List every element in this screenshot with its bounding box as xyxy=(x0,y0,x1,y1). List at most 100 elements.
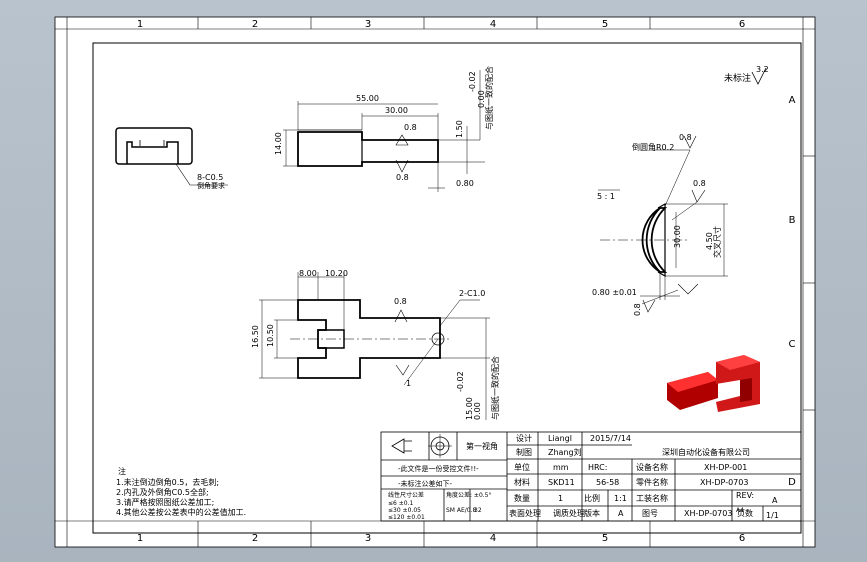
col-label: 5 xyxy=(602,19,608,30)
svg-text:-0.02: -0.02 xyxy=(456,371,465,392)
svg-text:制图: 制图 xyxy=(516,447,532,457)
column-labels-top: 1 2 3 4 5 6 xyxy=(137,19,745,30)
svg-text:0.00: 0.00 xyxy=(477,90,486,108)
svg-text:深圳自动化设备有限公司: 深圳自动化设备有限公司 xyxy=(662,447,750,457)
drawing-frame xyxy=(92,42,802,534)
svg-text:2: 2 xyxy=(252,533,258,544)
svg-text:10.20: 10.20 xyxy=(325,269,348,278)
svg-text:1: 1 xyxy=(558,494,563,503)
row-label: C xyxy=(789,339,796,350)
svg-text:0.8: 0.8 xyxy=(693,179,706,188)
svg-text:SKD11: SKD11 xyxy=(548,478,575,487)
svg-text:10.50: 10.50 xyxy=(266,324,275,347)
svg-text:0.00: 0.00 xyxy=(473,402,482,420)
svg-text:表面处理: 表面处理 xyxy=(509,508,541,518)
col-label: 1 xyxy=(137,19,143,30)
svg-text:第一视角: 第一视角 xyxy=(466,441,498,451)
svg-text:REV:: REV: xyxy=(736,491,754,500)
side-view xyxy=(283,70,485,192)
svg-text:2-C1.0: 2-C1.0 xyxy=(459,289,485,298)
svg-text:A: A xyxy=(618,509,624,518)
svg-text:零件名称: 零件名称 xyxy=(636,477,668,487)
svg-text:A: A xyxy=(772,496,778,505)
svg-text:56-58: 56-58 xyxy=(596,478,619,487)
svg-text:0.8: 0.8 xyxy=(404,123,417,132)
svg-text:SM AE/0.8: SM AE/0.8 xyxy=(446,507,477,514)
svg-text:HRC:: HRC: xyxy=(588,463,607,472)
row-label: D xyxy=(788,477,796,488)
row-labels: A B C D xyxy=(788,95,796,488)
row-label: A xyxy=(789,95,796,106)
col-label: 6 xyxy=(739,19,745,30)
svg-text:与图纸一致的配合: 与图纸一致的配合 xyxy=(484,66,494,130)
svg-text:交叉尺寸: 交叉尺寸 xyxy=(712,226,722,258)
svg-text:设备名称: 设备名称 xyxy=(636,462,668,472)
svg-text:4: 4 xyxy=(490,533,496,544)
svg-text:调质处理: 调质处理 xyxy=(553,508,585,518)
svg-text:注: 注 xyxy=(118,466,126,476)
column-labels-bottom: 1 2 3 4 5 6 xyxy=(137,533,745,544)
svg-text:3.2: 3.2 xyxy=(756,65,769,74)
svg-text:30.00: 30.00 xyxy=(385,106,408,115)
svg-text:3: 3 xyxy=(365,533,371,544)
svg-text:1.未注倒边倒角0.5，去毛刺;: 1.未注倒边倒角0.5，去毛刺; xyxy=(116,477,219,487)
svg-text:Liangl: Liangl xyxy=(548,434,572,443)
svg-text:-未标注公差如下-: -未标注公差如下- xyxy=(398,479,453,488)
svg-text:数量: 数量 xyxy=(514,493,530,503)
svg-text:≤120 ±0.01: ≤120 ±0.01 xyxy=(388,514,425,521)
svg-text:工装名称: 工装名称 xyxy=(636,493,668,503)
notes: 注 1.未注倒边倒角0.5，去毛刺; 2.内孔及外倒角C0.5全部; 3.请严格… xyxy=(116,466,246,517)
svg-text:0.80: 0.80 xyxy=(456,179,474,188)
col-label: 4 xyxy=(490,19,496,30)
svg-text:1: 1 xyxy=(137,533,143,544)
end-view-chamfer-note: 倒角要求 xyxy=(197,181,225,190)
title-block xyxy=(380,431,802,522)
svg-text:0.8: 0.8 xyxy=(396,173,409,182)
svg-text:2.内孔及外倒角C0.5全部;: 2.内孔及外倒角C0.5全部; xyxy=(116,487,209,497)
part-3d-preview xyxy=(667,355,760,412)
svg-text:4.其他公差按公差表中的公差值加工.: 4.其他公差按公差表中的公差值加工. xyxy=(116,507,246,517)
section-view xyxy=(598,135,728,313)
side-view-dims: 55.00 30.00 14.00 1.50 0.80 0.8 0.8 -0.0… xyxy=(274,66,494,188)
svg-text:1.50: 1.50 xyxy=(455,120,464,138)
svg-text:8.00: 8.00 xyxy=(299,269,317,278)
svg-text:0.80 ±0.01: 0.80 ±0.01 xyxy=(592,288,637,297)
svg-text:XH-DP-0703: XH-DP-0703 xyxy=(700,478,748,487)
svg-text:Zhang刘: Zhang刘 xyxy=(548,447,582,457)
svg-text:倒圆角R0.2: 倒圆角R0.2 xyxy=(632,142,674,152)
svg-text:15.00: 15.00 xyxy=(465,397,474,420)
top-view xyxy=(259,272,490,420)
svg-text:1:1: 1:1 xyxy=(614,494,627,503)
roughness-icon xyxy=(751,67,767,85)
svg-text:材料: 材料 xyxy=(514,477,530,487)
section-view-dims: 5 : 1 倒圆角R0.2 0.8 0.8 30.00 4.50 交叉尺寸 0.… xyxy=(592,133,722,316)
svg-text:4.50: 4.50 xyxy=(705,232,714,250)
top-view-dims: 8.00 10.20 16.50 10.50 2-C1.0 0.8 1 15.0… xyxy=(251,269,500,420)
svg-text:5 : 1: 5 : 1 xyxy=(597,192,615,201)
col-label: 2 xyxy=(252,19,258,30)
svg-text:未标注: 未标注 xyxy=(724,72,751,84)
row-label: B xyxy=(789,215,796,226)
svg-text:1/1: 1/1 xyxy=(766,511,779,520)
end-view xyxy=(115,127,228,186)
svg-text:-此文件是一份受控文件!!-: -此文件是一份受控文件!!- xyxy=(398,464,479,473)
svg-text:0.8: 0.8 xyxy=(679,133,692,142)
svg-text:6: 6 xyxy=(739,533,745,544)
svg-text:30.00: 30.00 xyxy=(673,225,682,248)
svg-text:设计: 设计 xyxy=(516,433,532,443)
title-block-text: 第一视角 设计 Liangl 2015/7/14 制图 Zhang刘 深圳自动化… xyxy=(388,433,779,521)
svg-text:图号: 图号 xyxy=(642,509,658,518)
svg-text:-0.02: -0.02 xyxy=(468,71,477,92)
svg-text:14.00: 14.00 xyxy=(274,132,283,155)
svg-text:A4: A4 xyxy=(736,507,744,514)
svg-text:3.请严格按照图纸公差加工;: 3.请严格按照图纸公差加工; xyxy=(116,497,214,507)
svg-text:与图纸一致的配合: 与图纸一致的配合 xyxy=(490,356,500,420)
svg-text:XH-DP-0703: XH-DP-0703 xyxy=(684,509,732,518)
col-label: 3 xyxy=(365,19,371,30)
svg-text:角度公差: ±0.5°: 角度公差: ±0.5° xyxy=(446,491,492,499)
general-roughness: 未标注 3.2 xyxy=(724,65,769,85)
svg-text:5: 5 xyxy=(602,533,608,544)
svg-text:1: 1 xyxy=(406,379,411,388)
svg-text:2015/7/14: 2015/7/14 xyxy=(590,434,631,443)
